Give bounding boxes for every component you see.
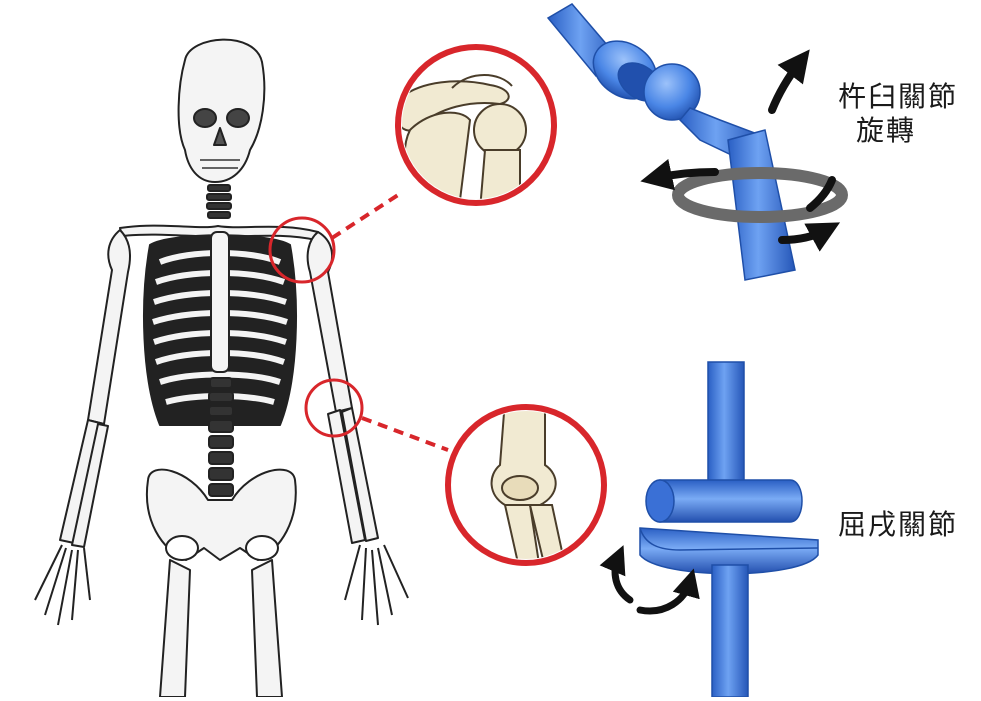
shoulder-zoom-icon (398, 47, 554, 210)
elbow-zoom-icon (448, 400, 604, 572)
elbow-connector (362, 418, 448, 450)
sternum (211, 232, 229, 372)
hinge-joint-label: 屈戌關節 (838, 508, 958, 542)
skeleton-icon (35, 40, 408, 697)
ball-socket-label-line1: 杵臼關節 (838, 80, 958, 114)
ball-socket-joint-label: 杵臼關節 旋轉 (838, 80, 958, 148)
shoulder-connector (332, 195, 398, 238)
ball-socket-label-line2: 旋轉 (838, 114, 958, 148)
hinge-model-icon (640, 362, 818, 697)
right-humerus (308, 232, 352, 412)
left-humerus (88, 230, 130, 424)
